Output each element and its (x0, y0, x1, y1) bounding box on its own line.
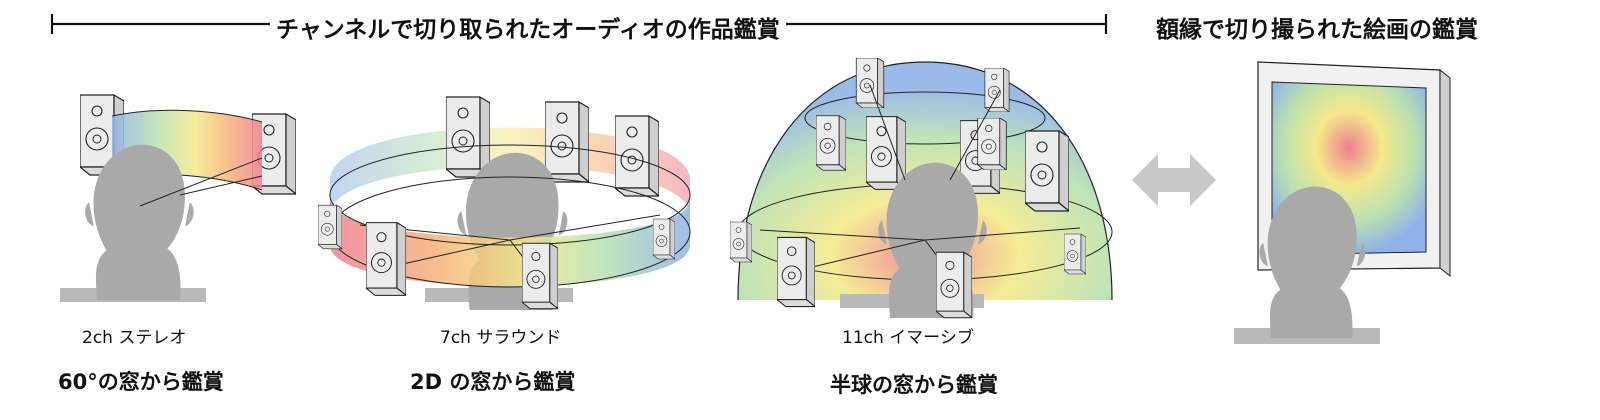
immersive-speaker-wide-left (730, 221, 752, 263)
immersive-speaker-surround-right (936, 251, 972, 319)
surround-sub-label: 7ch サラウンド (440, 328, 562, 348)
immersive-speaker-top-left (855, 58, 885, 108)
immersive-speaker-height-right (977, 118, 1007, 170)
immersive-speaker-side-right (1025, 130, 1069, 212)
immersive-speaker-top-right (984, 68, 1010, 112)
surround-speaker-back-center (545, 101, 589, 183)
comparison-double-arrow (1132, 154, 1216, 206)
audio-header-title: チャンネルで切り取られたオーディオの作品鑑賞 (270, 10, 786, 44)
stereo-illustration (60, 94, 296, 302)
surround-ring-front (330, 200, 690, 287)
painting-illustration (1234, 61, 1451, 344)
stereo-sub-label: 2ch ステレオ (82, 328, 187, 348)
surround-main-label: 2D の窓から鑑賞 (410, 370, 576, 394)
surround-ring-back (330, 127, 690, 215)
surround-speaker-back-left (446, 96, 490, 178)
immersive-speaker-surround-left (777, 236, 815, 308)
surround-speaker-side-right (653, 218, 675, 260)
immersive-illustration (730, 58, 1113, 319)
surround-illustration (318, 96, 691, 310)
immersive-main-label: 半球の窓から鑑賞 (830, 373, 998, 397)
immersive-sub-label: 11ch イマーシブ (842, 328, 974, 348)
surround-speaker-front-right (522, 242, 558, 310)
surround-speaker-front-left (366, 221, 406, 297)
surround-speaker-side-left (318, 204, 342, 250)
immersive-speaker-height-left (816, 115, 846, 171)
painting-header-title: 額縁で切り撮られた絵画の鑑賞 (1150, 10, 1484, 44)
stereo-main-label: 60°の窓から鑑賞 (58, 370, 224, 394)
immersive-speaker-wide-right (1064, 233, 1086, 275)
